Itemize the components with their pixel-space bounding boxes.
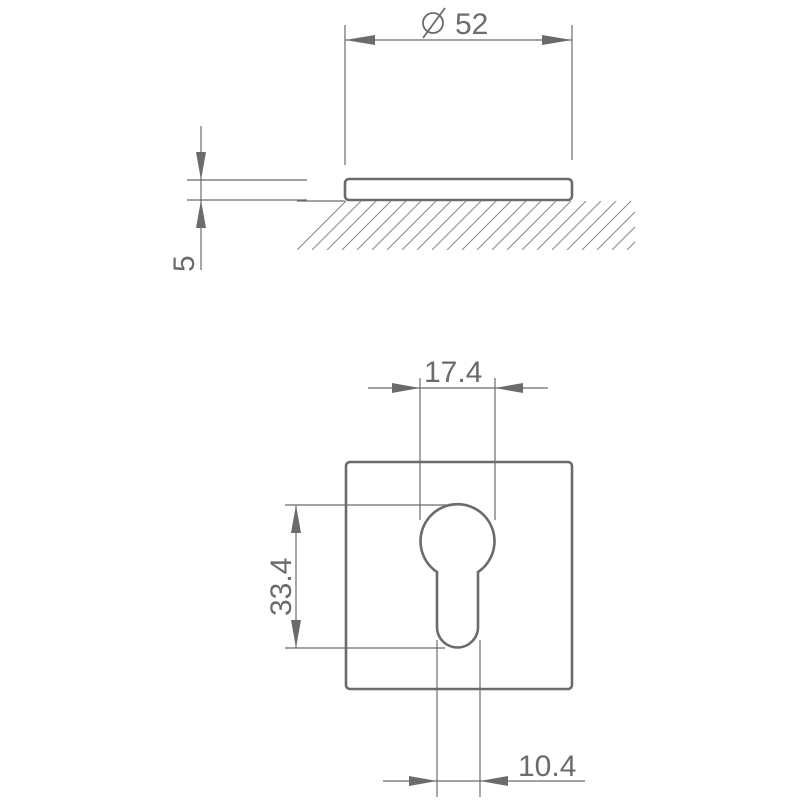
arrow-up xyxy=(196,200,206,228)
arrow-down xyxy=(196,152,206,180)
hatch-line xyxy=(566,201,617,250)
keyhole-width-label: 17.4 xyxy=(424,356,482,389)
hatch-line xyxy=(446,201,497,250)
hatch-line xyxy=(386,201,437,250)
front-view: 17.4 33.4 10.4 xyxy=(265,356,585,797)
hatch-line xyxy=(371,201,422,250)
arrow-left xyxy=(480,776,508,786)
arrow-right xyxy=(542,35,572,45)
hatch-line xyxy=(491,201,542,250)
hatch-line xyxy=(401,201,452,250)
wall-hatching xyxy=(297,201,736,250)
hatch-line xyxy=(311,201,362,250)
hatch-line xyxy=(687,201,736,250)
rosette-plate-front xyxy=(344,460,574,691)
hatch-line xyxy=(521,201,572,250)
hatch-line xyxy=(326,201,377,250)
hatch-line xyxy=(626,241,635,250)
hatch-line xyxy=(611,226,635,250)
rosette-plate-side xyxy=(343,177,574,202)
hatch-line xyxy=(416,201,467,250)
keyhole-height-label: 33.4 xyxy=(265,558,298,616)
side-view: 52 5 xyxy=(168,7,736,272)
thickness-label: 5 xyxy=(168,255,201,272)
hatch-line xyxy=(506,201,557,250)
hatch-line xyxy=(431,201,482,250)
hatch-line xyxy=(672,201,721,250)
arrow-down xyxy=(291,620,301,648)
hatch-line xyxy=(642,201,691,250)
hatch-line xyxy=(461,201,512,250)
hatch-line xyxy=(551,201,602,250)
diameter-label: 52 xyxy=(455,8,488,41)
arrow-right xyxy=(409,776,437,786)
hatch-line xyxy=(657,201,706,250)
arrow-up xyxy=(291,505,301,533)
hatch-line xyxy=(581,201,632,250)
hatch-line xyxy=(356,201,407,250)
keyhole-cutout xyxy=(419,502,496,649)
hatch-line xyxy=(341,201,392,250)
arrow-right xyxy=(392,383,420,393)
hatch-line xyxy=(297,201,347,250)
hatch-line xyxy=(476,201,527,250)
hatch-line xyxy=(536,201,587,250)
arrow-left xyxy=(345,35,375,45)
arrow-left xyxy=(495,383,523,393)
diameter-symbol-icon xyxy=(422,7,446,39)
hatch-line xyxy=(596,211,635,250)
slot-width-label: 10.4 xyxy=(518,750,576,783)
